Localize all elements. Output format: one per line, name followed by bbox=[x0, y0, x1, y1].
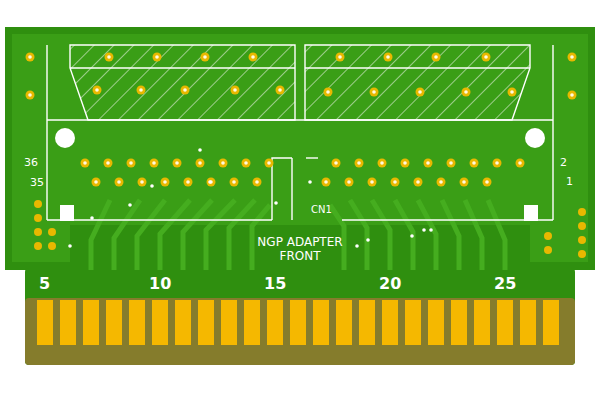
board-title: NGP ADAPTER FRONT bbox=[241, 235, 359, 264]
connector-outline bbox=[47, 45, 553, 220]
part-designator: CN1 bbox=[311, 204, 332, 216]
pin-number: 35 bbox=[30, 176, 44, 189]
edge-fingers bbox=[37, 300, 559, 345]
mount-hole bbox=[525, 128, 545, 148]
board-tab bbox=[25, 268, 575, 365]
pin-number: 1 bbox=[566, 175, 573, 188]
pads bbox=[26, 53, 587, 259]
pin-number: 2 bbox=[560, 156, 567, 169]
finger-number: 10 bbox=[149, 274, 171, 293]
pin1-marker bbox=[524, 205, 538, 221]
pin1-marker bbox=[60, 205, 74, 221]
finger-ground bbox=[25, 298, 575, 365]
finger-number: 20 bbox=[379, 274, 401, 293]
finger-number: 15 bbox=[264, 274, 286, 293]
mount-hole bbox=[55, 128, 75, 148]
board-body bbox=[5, 27, 595, 270]
finger-number: 25 bbox=[494, 274, 516, 293]
finger-number: 5 bbox=[39, 274, 50, 293]
pin-number: 36 bbox=[24, 156, 38, 169]
traces bbox=[91, 200, 505, 270]
